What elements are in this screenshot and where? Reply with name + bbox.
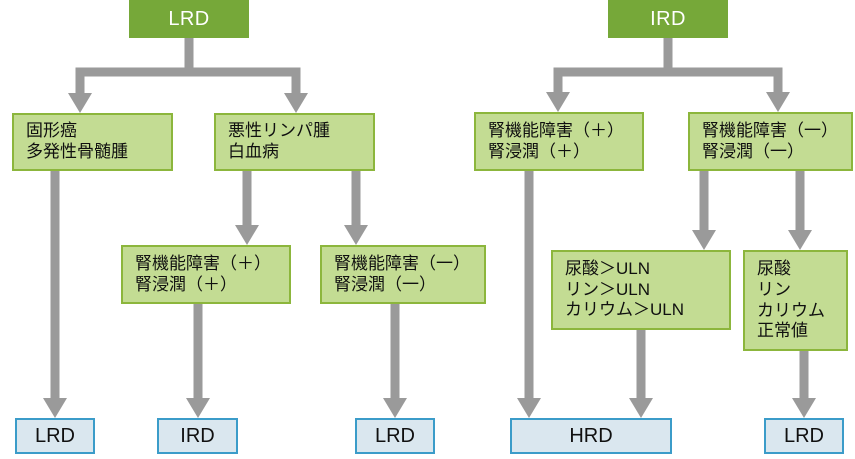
node-green-renal-neg-top: 腎機能障害（一）腎浸潤（一） (688, 112, 853, 171)
node-root-ird: IRD (608, 0, 728, 38)
connector-ird-split-right (663, 38, 783, 92)
arrowhead-lymph-to-renalneg (344, 225, 368, 245)
node-label-line: 腎浸潤（＋） (488, 141, 590, 161)
node-green-uln-normal: 尿酸リンカリウム正常値 (743, 250, 848, 351)
node-green-renal-pos-mid: 腎機能障害（＋）腎浸潤（＋） (121, 245, 291, 304)
node-green-renal-pos-top: 腎機能障害（＋）腎浸潤（＋） (474, 112, 644, 171)
node-label-line: LRD (783, 424, 824, 447)
arrowhead-lrd-split-right (284, 93, 308, 113)
node-out-lrd-3: LRD (764, 418, 844, 454)
node-label-line: 腎機能障害（一） (334, 253, 470, 273)
arrowhead-renalpos-to-ird (186, 398, 210, 418)
connector-lrd-split-right (184, 38, 301, 93)
node-root-lrd: LRD (129, 0, 249, 38)
node-label-line: 尿酸 (757, 259, 791, 279)
arrowhead-ird-split-right (766, 92, 790, 112)
connector-ird-split-left (553, 38, 673, 92)
node-green-solid-tumor: 固形癌多発性骨髄腫 (12, 113, 173, 171)
node-label-line: LRD (34, 424, 75, 447)
node-label-line: 固形癌 (26, 121, 77, 141)
node-label-line: 尿酸＞ULN (565, 258, 651, 278)
node-green-renal-neg-mid: 腎機能障害（一）腎浸潤（一） (320, 245, 486, 304)
node-label-line: リン (757, 279, 791, 299)
arrowhead-ird-split-left (546, 92, 570, 112)
node-label-line: 腎浸潤（一） (702, 141, 804, 161)
connector-lrd-split-left (75, 38, 194, 93)
node-label-line: カリウム＞ULN (565, 300, 685, 320)
node-out-lrd-1: LRD (15, 418, 95, 454)
node-label-line: 腎浸潤（＋） (135, 274, 237, 294)
arrowhead-solid-to-lrd1 (43, 398, 67, 418)
arrowhead-renalneg-to-lrd (383, 398, 407, 418)
arrowhead-normal-to-lrd (792, 398, 816, 418)
node-label-line: 腎機能障害（＋） (135, 253, 271, 273)
arrowhead-renalnegtop-to-uln (692, 230, 716, 250)
node-label-line: カリウム (757, 300, 825, 320)
node-green-lymphoma: 悪性リンパ腫白血病 (214, 113, 375, 171)
arrowhead-renalnegtop-to-normal (788, 230, 812, 250)
node-label-line: LRD (168, 7, 210, 30)
node-label-line: 腎機能障害（一） (702, 120, 838, 140)
node-label-line: HRD (569, 424, 613, 447)
node-label-line: IRD (650, 7, 686, 30)
node-label-line: LRD (374, 424, 415, 447)
node-out-lrd-2: LRD (355, 418, 435, 454)
node-label-line: 腎機能障害（＋） (488, 120, 624, 140)
node-label-line: リン＞ULN (565, 279, 651, 299)
node-label-line: 腎浸潤（一） (334, 274, 436, 294)
node-label-line: 多発性骨髄腫 (26, 142, 128, 161)
arrowhead-uln-to-hrd (629, 398, 653, 418)
node-out-ird-1: IRD (157, 418, 238, 454)
node-label-line: 正常値 (757, 321, 808, 341)
node-label-line: 白血病 (228, 142, 279, 161)
node-out-hrd: HRD (510, 418, 672, 454)
node-label-line: 悪性リンパ腫 (228, 121, 330, 141)
arrowhead-lymph-to-renalpos (235, 225, 259, 245)
arrowhead-renalpostop-to-hrd (517, 398, 541, 418)
node-label-line: IRD (180, 424, 215, 447)
arrowhead-lrd-split-left (68, 93, 92, 113)
